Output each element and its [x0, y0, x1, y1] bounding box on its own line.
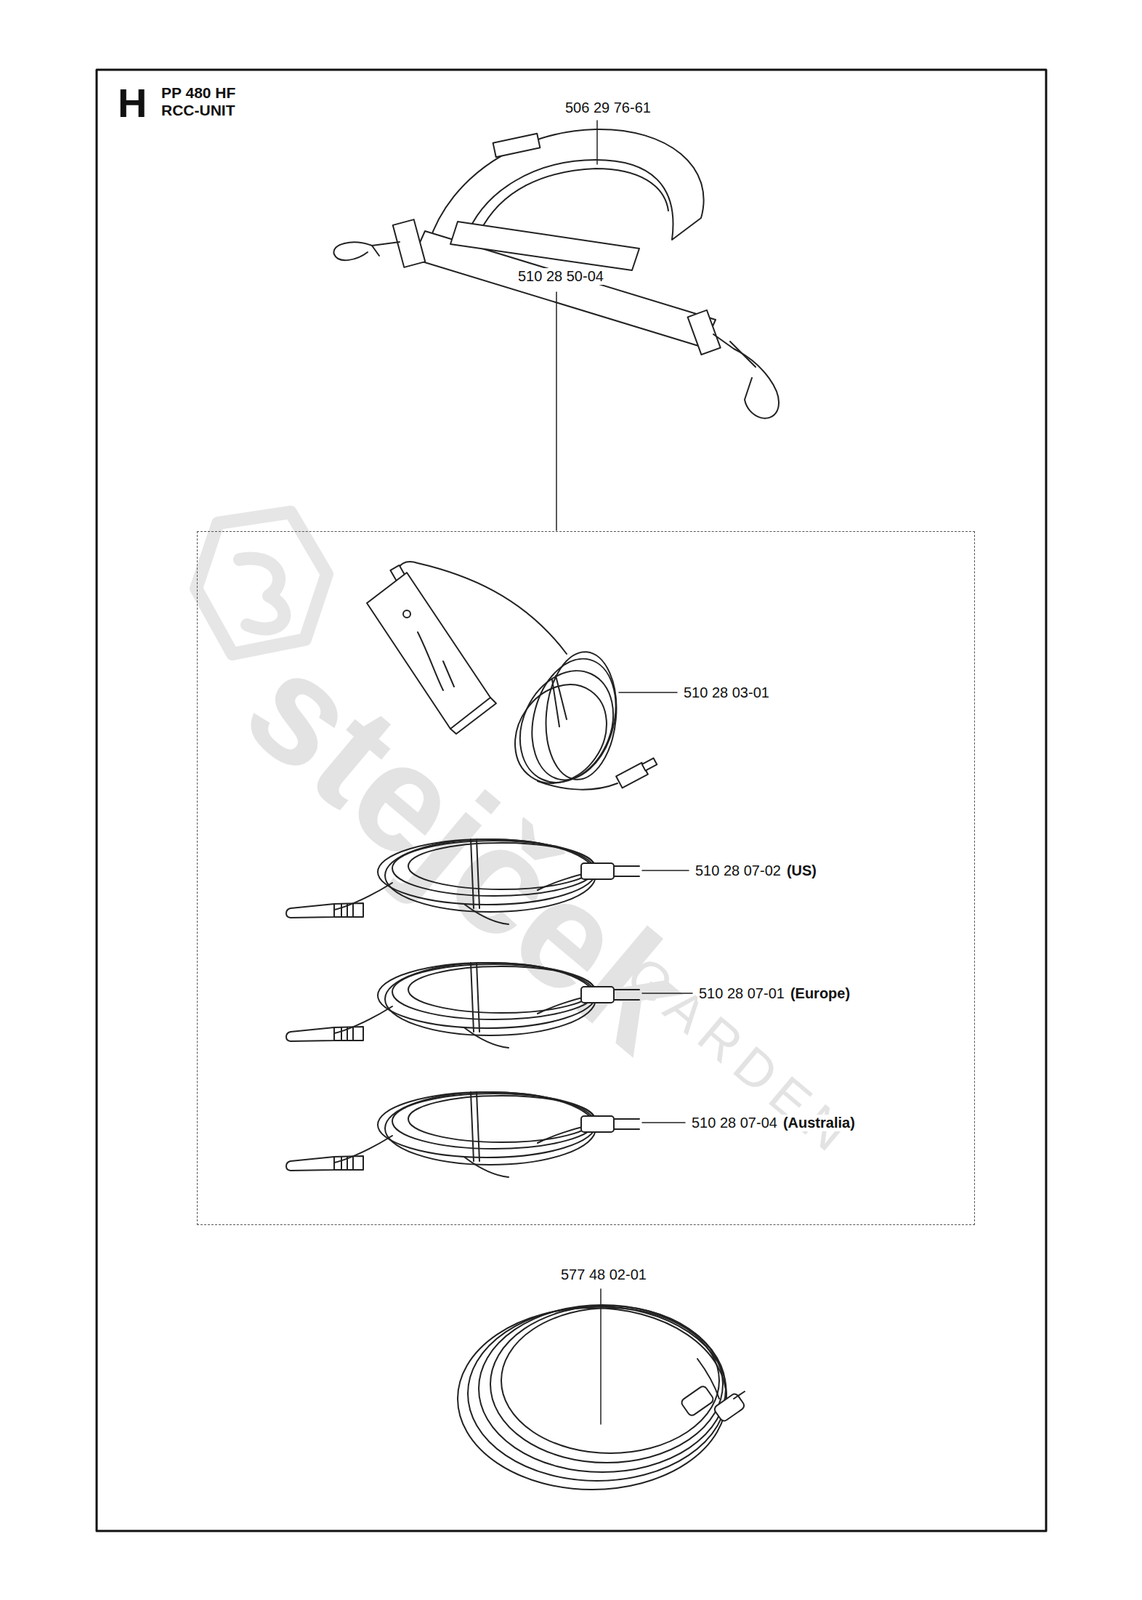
watermark-logo: [196, 512, 327, 654]
part-number: 510 28 50-04: [516, 268, 606, 285]
region-note: (Europe): [788, 985, 852, 1002]
part-number: 510 28 03-01: [682, 684, 771, 702]
page-frame: [96, 69, 1047, 1531]
region-note: (US): [785, 862, 818, 880]
leader-line: [642, 1121, 686, 1124]
leader-line: [642, 869, 689, 872]
group-box: 510 28 50-04: [196, 531, 975, 1225]
leader-line: [600, 1288, 602, 1424]
part-number: 577 48 02-01: [559, 1266, 649, 1283]
leader-line: [618, 691, 678, 694]
part-number: 510 28 07-04: [690, 1114, 779, 1132]
leader-line: [555, 292, 558, 531]
region-note: (Australia): [781, 1114, 857, 1132]
charger-unit: [366, 561, 657, 801]
part-number: 510 28 07-02: [693, 862, 783, 880]
mains-cord: [286, 839, 640, 925]
diagram-title: PP 480 HF RCC-UNIT: [161, 84, 255, 120]
leader-line: [596, 120, 598, 165]
part-number: 510 28 07-01: [697, 985, 787, 1002]
connection-cable: [457, 1304, 746, 1490]
part-number: 506 29 76-61: [563, 99, 653, 117]
leader-line: [642, 992, 693, 994]
watermark: GARDEN: [615, 944, 866, 1169]
section-letter: H: [116, 79, 149, 127]
